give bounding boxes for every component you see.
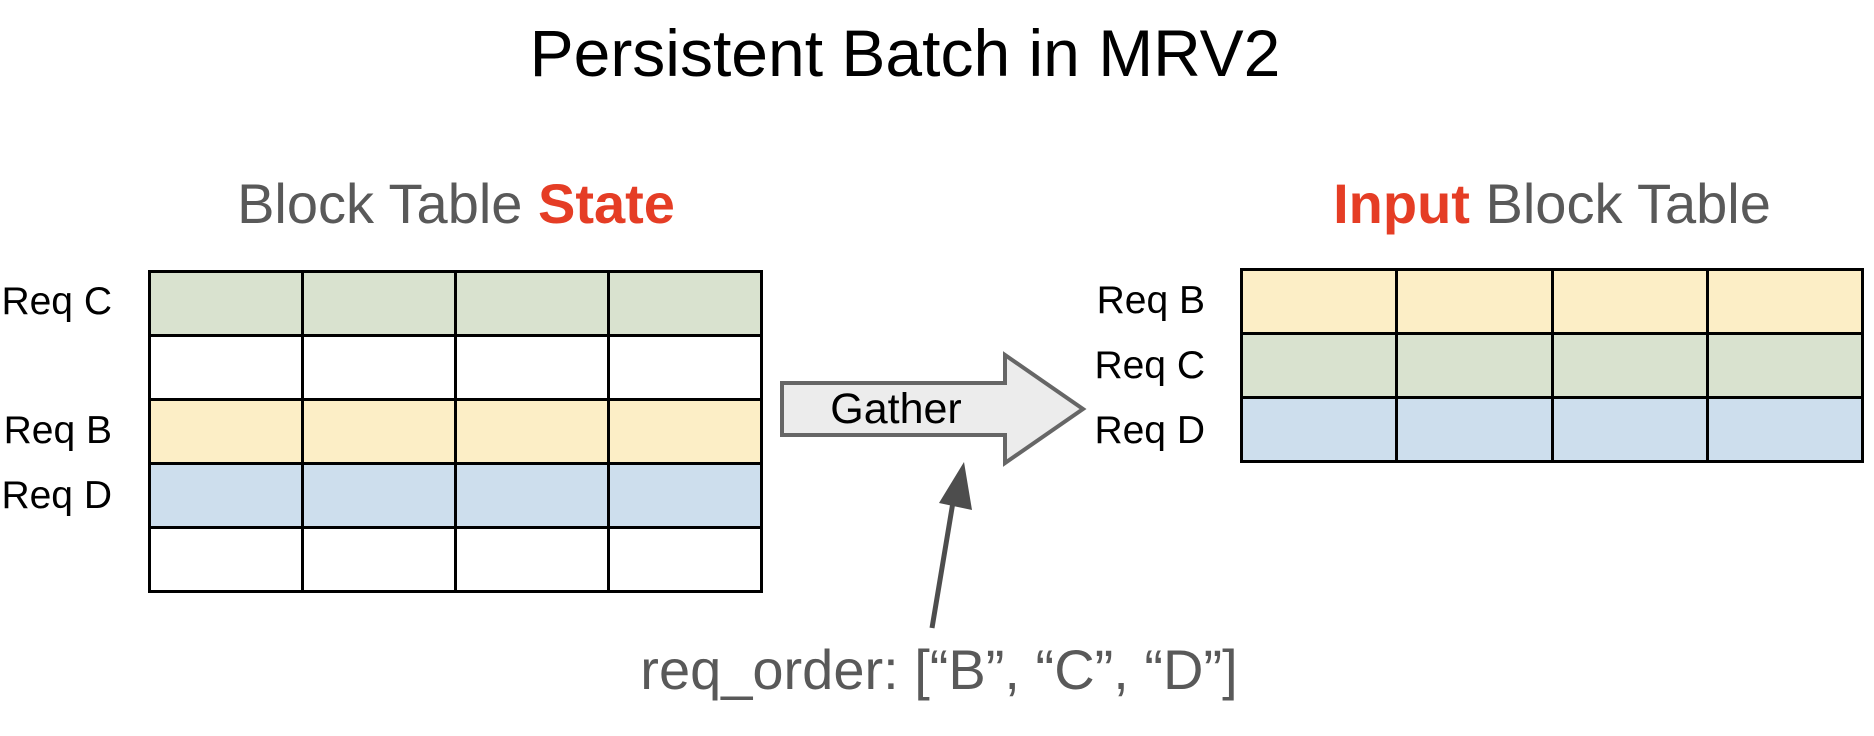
table-cell <box>1550 271 1706 332</box>
table-cell <box>301 273 454 334</box>
row-label: Req B <box>3 409 112 453</box>
req-order-pointer-head <box>939 462 972 510</box>
req-order-pointer-arrow <box>929 462 972 629</box>
table-cell <box>1243 399 1396 460</box>
table-cell <box>1395 399 1551 460</box>
table-cell <box>607 273 760 334</box>
req-order-pointer-shaft <box>929 501 956 629</box>
input-block-table <box>1240 268 1864 463</box>
left-heading-plain: Block Table <box>237 172 538 235</box>
table-cell <box>1705 335 1861 396</box>
table-cell <box>1550 335 1706 396</box>
gather-arrow-label: Gather <box>830 384 962 433</box>
table-cell <box>1395 271 1551 332</box>
table-row <box>151 334 760 398</box>
table-row <box>1243 332 1861 396</box>
table-cell <box>151 337 301 398</box>
table-cell <box>1705 271 1861 332</box>
table-row <box>1243 396 1861 460</box>
row-label: Req D <box>1094 408 1205 452</box>
table-cell <box>151 401 301 462</box>
table-row <box>151 273 760 334</box>
table-cell <box>1243 335 1396 396</box>
table-cell <box>607 401 760 462</box>
table-cell <box>454 401 607 462</box>
table-cell <box>1705 399 1861 460</box>
right-heading-accent: Input <box>1333 172 1470 235</box>
block-table-state <box>148 270 763 593</box>
table-cell <box>301 529 454 590</box>
gather-arrow-shape <box>780 351 1087 467</box>
table-cell <box>607 529 760 590</box>
table-cell <box>607 337 760 398</box>
table-cell <box>151 465 301 526</box>
right-heading-plain: Block Table <box>1469 172 1771 235</box>
table-cell <box>607 465 760 526</box>
row-label: Req C <box>1094 343 1205 387</box>
table-cell <box>151 529 301 590</box>
state-table-row-labels: Req C Req B Req D <box>0 270 112 593</box>
table-cell <box>1395 335 1551 396</box>
req-order-annotation: req_order: [“B”, “C”, “D”] <box>640 638 1238 701</box>
left-table-heading: Block Table State <box>237 172 675 236</box>
table-cell <box>151 273 301 334</box>
table-cell <box>454 337 607 398</box>
table-row <box>151 526 760 590</box>
row-label: Req C <box>1 280 112 324</box>
table-row <box>1243 271 1861 332</box>
right-table-heading: Input Block Table <box>1333 172 1771 236</box>
table-cell <box>301 401 454 462</box>
table-cell <box>301 465 454 526</box>
page-title: Persistent Batch in MRV2 <box>529 16 1281 90</box>
gather-arrow <box>780 351 1087 467</box>
table-cell <box>454 465 607 526</box>
table-cell <box>454 529 607 590</box>
table-cell <box>301 337 454 398</box>
row-label: Req B <box>1096 278 1205 322</box>
table-cell <box>454 273 607 334</box>
table-row <box>151 462 760 526</box>
table-cell <box>1550 399 1706 460</box>
input-table-row-labels: Req B Req C Req D <box>1075 268 1205 463</box>
left-heading-accent: State <box>537 172 675 235</box>
table-row <box>151 398 760 462</box>
table-cell <box>1243 271 1396 332</box>
row-label: Req D <box>1 474 112 518</box>
